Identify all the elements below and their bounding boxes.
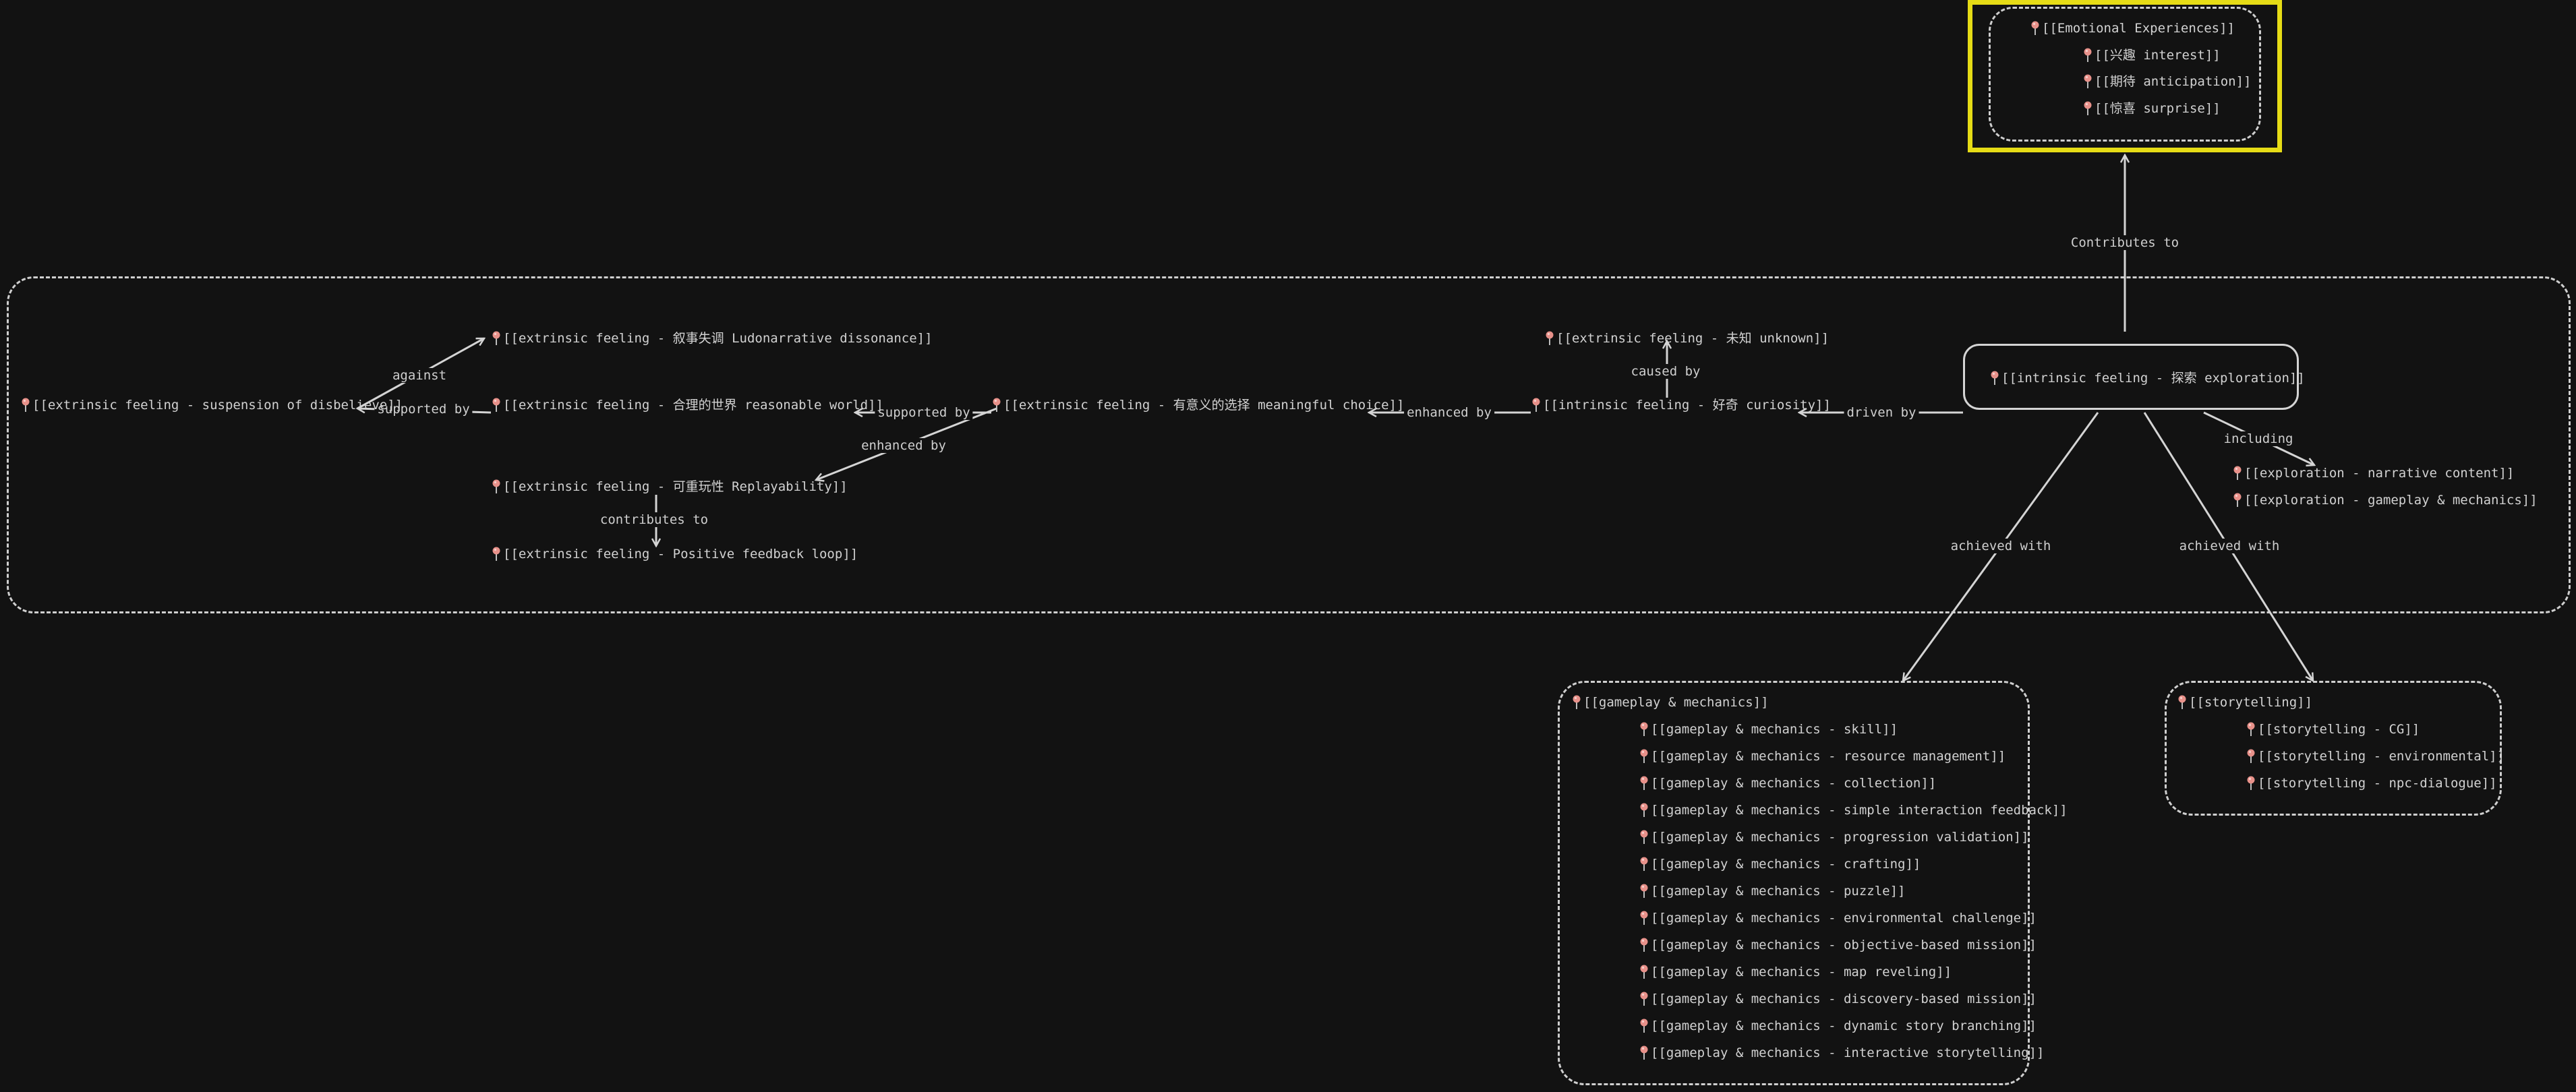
edge-label-including: including bbox=[2221, 431, 2296, 446]
edge-label-driven-by: driven by bbox=[1844, 405, 1919, 420]
gameplay-subitem[interactable]: [[gameplay & mechanics - collection]] bbox=[1639, 775, 1936, 791]
pushpin-icon bbox=[2246, 748, 2256, 764]
storytelling-subitem[interactable]: [[storytelling - environmental]] bbox=[2246, 748, 2505, 764]
edge-label-caused-by: caused by bbox=[1628, 364, 1703, 379]
node-gameplay-mechanics[interactable]: [[gameplay & mechanics]] bbox=[1571, 694, 1769, 710]
gameplay-subitem[interactable]: [[gameplay & mechanics - map reveling]] bbox=[1639, 964, 1952, 980]
pushpin-icon bbox=[1544, 330, 1555, 346]
pushpin-icon bbox=[2232, 492, 2243, 508]
node-storytelling[interactable]: [[storytelling]] bbox=[2177, 694, 2312, 710]
node-meaningful-choice[interactable]: [[extrinsic feeling - 有意义的选择 meaningful … bbox=[991, 397, 1404, 413]
pushpin-icon bbox=[1639, 829, 1649, 845]
edge-label-achieved-with-storytelling: achieved with bbox=[2176, 539, 2283, 553]
pushpin-icon bbox=[491, 546, 502, 562]
pushpin-icon bbox=[1639, 910, 1649, 926]
edge-label-achieved-with-gameplay: achieved with bbox=[1948, 539, 2054, 553]
pushpin-icon bbox=[1639, 1018, 1649, 1034]
storytelling-subitem[interactable]: [[storytelling - npc-dialogue]] bbox=[2246, 775, 2497, 791]
gameplay-subitem[interactable]: [[gameplay & mechanics - objective-based… bbox=[1639, 937, 2037, 953]
node-feedback-loop[interactable]: [[extrinsic feeling - Positive feedback … bbox=[491, 546, 858, 562]
pushpin-icon bbox=[491, 330, 502, 346]
gameplay-subitem[interactable]: [[gameplay & mechanics - resource manage… bbox=[1639, 748, 2006, 764]
node-exploration[interactable]: [[intrinsic feeling - 探索 exploration]] bbox=[1989, 370, 2305, 386]
pushpin-icon bbox=[2232, 465, 2243, 481]
pushpin-icon bbox=[1989, 370, 2000, 386]
node-anticipation[interactable]: [[期待 anticipation]] bbox=[2082, 73, 2251, 90]
pushpin-icon bbox=[991, 397, 1002, 413]
gameplay-subitem[interactable]: [[gameplay & mechanics - environmental c… bbox=[1639, 910, 2037, 926]
pushpin-icon bbox=[2246, 775, 2256, 791]
pushpin-icon bbox=[2177, 694, 2188, 710]
edge-label-supported-by-world: supported by bbox=[875, 405, 973, 420]
pushpin-icon bbox=[1639, 802, 1649, 818]
pushpin-icon bbox=[491, 397, 502, 413]
gameplay-subitem[interactable]: [[gameplay & mechanics - skill]] bbox=[1639, 721, 1898, 737]
edge-label-supported-by-suspension: supported by bbox=[374, 402, 473, 417]
exploration-node-box[interactable] bbox=[1963, 344, 2299, 410]
node-gameplay-exploration[interactable]: [[exploration - gameplay & mechanics]] bbox=[2232, 492, 2538, 508]
pushpin-icon bbox=[1639, 856, 1649, 872]
pushpin-icon bbox=[1639, 748, 1649, 764]
selection-highlight bbox=[1968, 0, 2282, 152]
gameplay-subitem[interactable]: [[gameplay & mechanics - dynamic story b… bbox=[1639, 1018, 2037, 1034]
storytelling-group[interactable] bbox=[2165, 681, 2502, 816]
pushpin-icon bbox=[2082, 100, 2093, 117]
pushpin-icon bbox=[1639, 883, 1649, 899]
pushpin-icon bbox=[2082, 47, 2093, 63]
pushpin-icon bbox=[1639, 937, 1649, 953]
pushpin-icon bbox=[20, 397, 31, 413]
node-unknown[interactable]: [[extrinsic feeling - 未知 unknown]] bbox=[1544, 330, 1829, 346]
node-interest[interactable]: [[兴趣 interest]] bbox=[2082, 47, 2221, 63]
emotional-experiences-group[interactable] bbox=[1989, 7, 2261, 142]
storytelling-subitem[interactable]: [[storytelling - CG]] bbox=[2246, 721, 2420, 737]
pushpin-icon bbox=[1639, 775, 1649, 791]
pushpin-icon bbox=[1639, 1045, 1649, 1061]
pushpin-icon bbox=[2246, 721, 2256, 737]
gameplay-subitem[interactable]: [[gameplay & mechanics - interactive sto… bbox=[1639, 1045, 2044, 1061]
pushpin-icon bbox=[1531, 397, 1542, 413]
feelings-group[interactable] bbox=[7, 276, 2571, 613]
pushpin-icon bbox=[1571, 694, 1582, 710]
edge-label-contributes-to: Contributes to bbox=[2068, 235, 2182, 250]
pushpin-icon bbox=[1639, 991, 1649, 1007]
node-reasonable-world[interactable]: [[extrinsic feeling - 合理的世界 reasonable w… bbox=[491, 397, 883, 413]
edge-label-against: against bbox=[389, 368, 450, 383]
pushpin-icon bbox=[2030, 20, 2041, 36]
gameplay-subitem[interactable]: [[gameplay & mechanics - simple interact… bbox=[1639, 802, 2068, 818]
pushpin-icon bbox=[491, 479, 502, 495]
gameplay-subitem[interactable]: [[gameplay & mechanics - progression val… bbox=[1639, 829, 2029, 845]
edge-label-enhanced-by: enhanced by bbox=[1404, 405, 1494, 420]
gameplay-subitem[interactable]: [[gameplay & mechanics - discovery-based… bbox=[1639, 991, 2037, 1007]
pushpin-icon bbox=[1639, 964, 1649, 980]
node-ludonarrative[interactable]: [[extrinsic feeling - 叙事失调 Ludonarrative… bbox=[491, 330, 933, 346]
gameplay-mechanics-group[interactable] bbox=[1558, 681, 2030, 1085]
gameplay-subitem[interactable]: [[gameplay & mechanics - crafting]] bbox=[1639, 856, 1921, 872]
pushpin-icon bbox=[2082, 73, 2093, 90]
pushpin-icon bbox=[1639, 721, 1649, 737]
node-suspension[interactable]: [[extrinsic feeling - suspension of disb… bbox=[20, 397, 403, 413]
node-curiosity[interactable]: [[intrinsic feeling - 好奇 curiosity]] bbox=[1531, 397, 1831, 413]
node-surprise[interactable]: [[惊喜 surprise]] bbox=[2082, 100, 2221, 117]
edge-label-enhanced-by-replay: enhanced by bbox=[858, 438, 949, 453]
node-replayability[interactable]: [[extrinsic feeling - 可重玩性 Replayability… bbox=[491, 479, 848, 495]
edge-label-contributes-to-loop: contributes to bbox=[597, 512, 711, 527]
node-emotional-experiences[interactable]: [[Emotional Experiences]] bbox=[2030, 20, 2235, 36]
node-narrative-content[interactable]: [[exploration - narrative content]] bbox=[2232, 465, 2514, 481]
gameplay-subitem[interactable]: [[gameplay & mechanics - puzzle]] bbox=[1639, 883, 1906, 899]
